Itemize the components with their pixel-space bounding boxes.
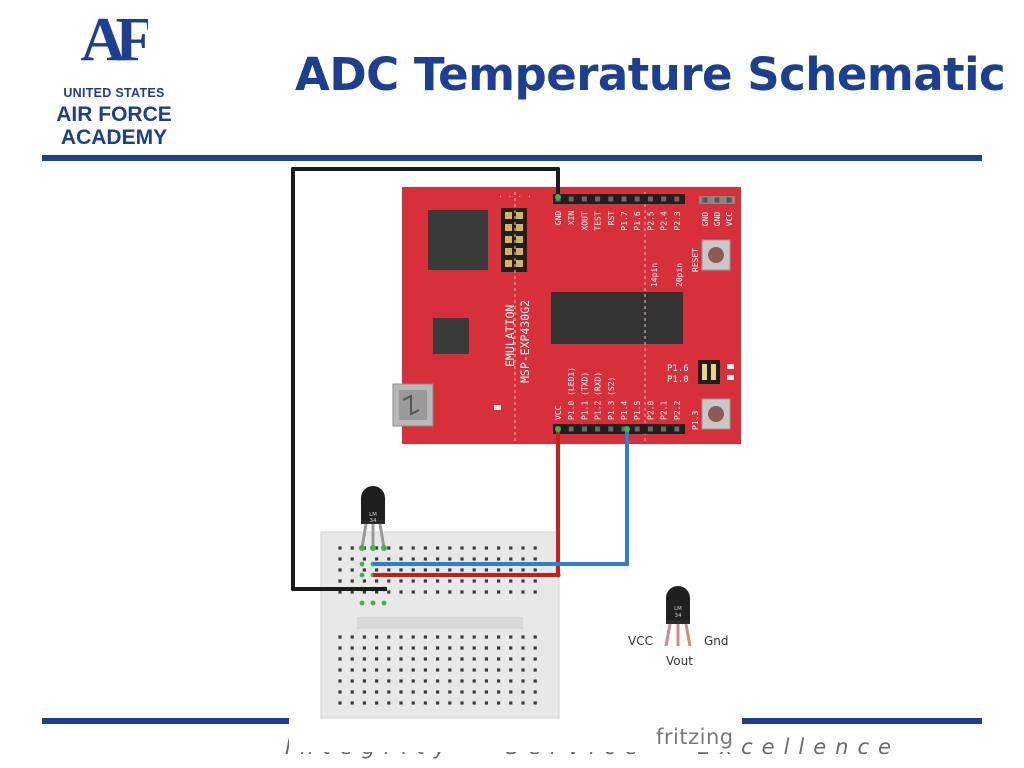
label-reset: RESET (691, 248, 700, 272)
top-pin-label: P2.5 (646, 211, 655, 230)
academy-logo: AF UNITED STATES AIR FORCE ACADEMY (44, 8, 184, 153)
logo-line-air-force: AIR FORCE (56, 103, 172, 126)
label-p1-0: P1.0 (667, 375, 689, 385)
right-pin-label: VCC (725, 212, 734, 227)
top-pin-label: TEST (594, 211, 603, 230)
power-led (494, 405, 501, 410)
top-pin-label: XIN (567, 211, 576, 226)
breadboard (320, 531, 560, 719)
emulation-header (501, 208, 527, 272)
board-label-model: MSP-EXP430G2 (518, 300, 532, 383)
bottom-pin-label: P1.5 (633, 401, 642, 420)
breadboard-center-channel (357, 617, 523, 629)
reset-button-cap (708, 247, 724, 263)
pin-label-vcc: VCC (628, 634, 653, 648)
top-pin-label: P1.7 (620, 211, 629, 230)
bottom-pin-label: P1.4 (620, 401, 629, 420)
board-dots: . . . . (498, 190, 532, 199)
wire-signal (373, 429, 629, 566)
bottom-header-labels: VCC P1.0 (LED1) P1.1 (TXD) P1.2 (RXD) P1.3 (… (554, 367, 682, 420)
chip-square-1 (428, 210, 488, 270)
right-pin-label: GND (701, 212, 710, 227)
logo-mark-text: AF (81, 8, 148, 74)
wires (291, 167, 630, 591)
logo-line-united-states: UNITED STATES (63, 86, 165, 100)
led-jumpers (698, 360, 720, 384)
bottom-pin-label: P2.2 (673, 401, 682, 420)
emulation-header-pins (505, 212, 523, 267)
top-pin-label: P2.4 (660, 211, 669, 230)
bottom-pin-label: P1.3 (S2) (607, 377, 616, 420)
bottom-pin-label: P1.2 (RXD) (594, 372, 603, 420)
bottom-pin-label: P1.0 (LED1) (567, 367, 576, 420)
bottom-pin-label: VCC (554, 405, 563, 420)
bb-sensor-label-1: LM (369, 512, 377, 518)
lm34-sensor-breadboard: LM 34 (359, 486, 387, 551)
bottom-header (553, 424, 685, 434)
af-logo-mark-icon: AF (81, 8, 148, 74)
top-pin-label: P2.3 (673, 211, 682, 230)
top-pin-label: GND (554, 211, 563, 226)
s2-button-cap (708, 406, 724, 422)
slide-title: ADC Temperature Schematic (295, 48, 1006, 101)
led1 (727, 364, 734, 369)
top-header (553, 194, 685, 204)
board-label-emulation: EMULATION (503, 305, 517, 367)
pin-label-gnd: Gnd (704, 634, 729, 648)
header-rule (42, 155, 982, 161)
mcu-socket (551, 292, 683, 344)
bottom-pin-label: P1.1 (TXD) (580, 372, 589, 420)
label-20pin: 20pin (675, 263, 684, 287)
logo-line-academy: ACADEMY (60, 126, 168, 149)
lm34-pinout-diagram: LM 34 VCC Gnd Vout (628, 586, 729, 668)
top-header-labels: GND XIN XOUT TEST RST P1.7 P1.6 P2.5 P2.4 P2.3 (554, 211, 682, 231)
label-p1-6: P1.6 (667, 364, 689, 374)
pinout-sensor-label-2: 34 (675, 613, 682, 619)
top-pin-label: RST (607, 211, 616, 226)
label-p1-3: P1.3 (691, 411, 700, 430)
right-pin-label: GND (713, 212, 722, 227)
bottom-pin-label: P2.0 (646, 401, 655, 420)
right-header-pins (702, 197, 732, 203)
led2 (727, 375, 734, 380)
pinout-sensor-label-1: LM (674, 606, 682, 612)
top-pin-label: XOUT (580, 211, 589, 230)
label-14pin: 14pin (650, 263, 659, 287)
bottom-pin-label: P2.1 (660, 401, 669, 420)
chip-square-2 (433, 318, 469, 354)
fritzing-credit: fritzing (656, 725, 734, 749)
top-pin-label: P1.6 (633, 211, 642, 230)
pin-label-vout: Vout (666, 654, 693, 668)
bb-sensor-label-2: 34 (370, 518, 377, 524)
breadboard-holes (338, 546, 537, 705)
